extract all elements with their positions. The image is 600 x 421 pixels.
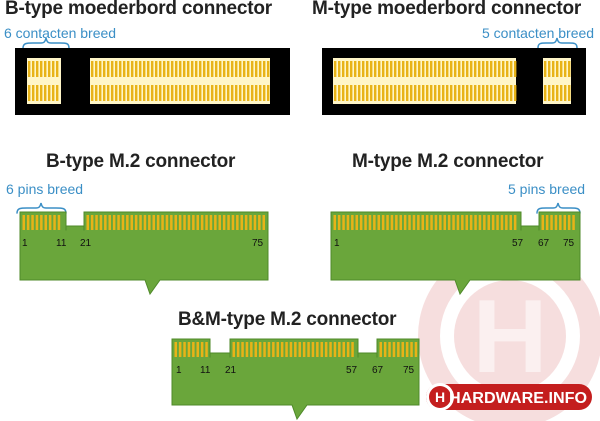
bm-pin-21: 21: [225, 365, 237, 376]
b-type-m2-title: B-type M.2 connector: [46, 151, 236, 172]
b-m2-width-note: 6 pins breed: [6, 181, 84, 197]
logo-watermark-letter: H: [472, 279, 547, 395]
logo-badge-letter: H: [435, 389, 445, 405]
m-m2-width-note: 5 pins breed: [508, 181, 586, 197]
bm-pin-11: 11: [200, 365, 211, 376]
m-board-contacts: [333, 58, 571, 104]
b-board-bracket: [22, 37, 70, 49]
bm-type-m2-card: [171, 338, 420, 421]
b-pin-1: 1: [22, 238, 28, 249]
m-pin-67: 67: [538, 238, 550, 249]
m-m2-bracket: [536, 202, 581, 214]
b-pin-11: 11: [56, 238, 67, 249]
bm-type-m2-title: B&M-type M.2 connector: [178, 309, 397, 330]
b-board-width-note: 6 contacten breed: [4, 25, 117, 41]
m-type-m2-title: M-type M.2 connector: [352, 151, 544, 172]
b-type-m2-card: [19, 211, 269, 296]
b-pin-21: 21: [80, 238, 92, 249]
m-board-width-note: 5 contacten breed: [482, 25, 595, 41]
logo-brand-text: HARDWARE.INFO: [449, 390, 587, 407]
b-pin-75: 75: [252, 238, 264, 249]
m-type-m2-card: [330, 211, 581, 296]
b-m2-bracket: [16, 202, 67, 214]
m-pin-57: 57: [512, 238, 524, 249]
bm-pin-1: 1: [176, 365, 182, 376]
bm-pin-57: 57: [346, 365, 358, 376]
m-board-bracket: [537, 37, 578, 49]
m-pin-1: 1: [334, 238, 340, 249]
b-type-board-title: B-type moederbord connector: [5, 0, 272, 19]
hardware-info-logo: [426, 383, 592, 411]
m-type-board-title: M-type moederbord connector: [312, 0, 582, 19]
m-pin-75: 75: [563, 238, 575, 249]
b-board-contacts: [27, 58, 270, 104]
bm-pin-67: 67: [372, 365, 384, 376]
bm-pin-75: 75: [403, 365, 415, 376]
width-brackets: [16, 37, 581, 214]
